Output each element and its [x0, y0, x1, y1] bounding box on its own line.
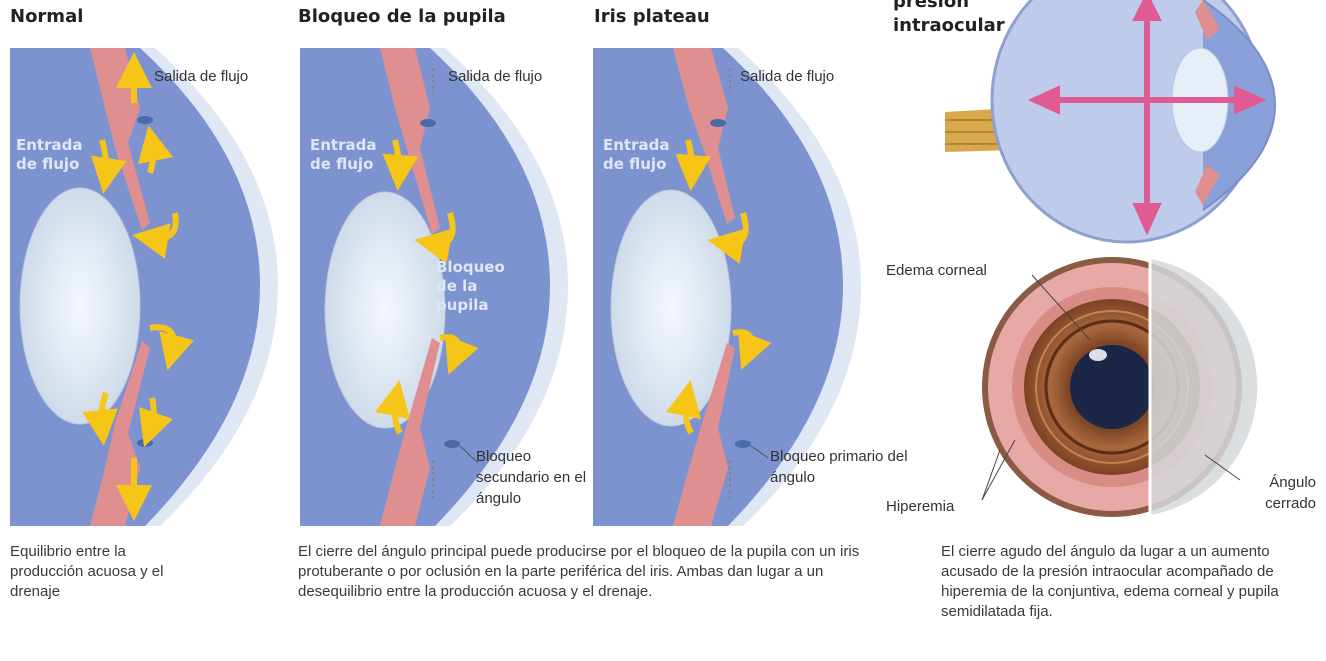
secondary-angle-block-label: Bloqueo secundario en el ángulo	[476, 448, 587, 507]
normal-angle-diagram	[10, 48, 278, 526]
pupil-block-label: Bloqueo de la pupila	[436, 258, 505, 314]
corneal-edema-label: Edema corneal	[886, 262, 987, 279]
normal-inflow-label: Entrada de flujo	[16, 136, 83, 173]
edema-leader	[1031, 274, 1091, 341]
cross-section-overlay	[1150, 259, 1258, 515]
drainage-lower	[735, 440, 751, 448]
pupil-block-diagram	[300, 48, 568, 526]
flow-arrows	[665, 139, 772, 435]
acute-closure-caption: El cierre agudo del ángulo da lugar a un…	[941, 543, 1279, 620]
primary-angle-block-label: Bloqueo primario del ángulo	[770, 448, 908, 486]
iris-upper	[673, 48, 735, 224]
inflow-arrow-2	[374, 380, 411, 435]
pressure-title-line1: presión	[893, 0, 970, 12]
pupil-block-outflow-label: Salida de flujo	[448, 68, 543, 85]
plateau-outflow-label: Salida de flujo	[740, 68, 835, 85]
angle-closure-caption: El cierre del ángulo principal puede pro…	[298, 543, 860, 600]
angle-closed-label: Ángulo cerrado	[1265, 474, 1316, 512]
circulation-arrow-2	[149, 324, 195, 371]
iris-upper	[380, 48, 440, 234]
inflow-arrow-3	[82, 391, 119, 446]
iris-top	[1195, 0, 1220, 40]
inflow-arrow-4	[139, 397, 173, 447]
angle-closed-leader	[1204, 454, 1241, 481]
circulation-arrow-1	[132, 212, 179, 259]
inflow-arrow-2	[665, 380, 702, 435]
plateau-iris-diagram	[593, 48, 861, 526]
inflow-arrow-2	[137, 125, 174, 174]
drainage-upper	[420, 119, 436, 127]
iris-lower	[380, 338, 440, 526]
circulation-arrow-1	[414, 212, 456, 264]
circulation-arrow-2	[439, 334, 479, 375]
acute-angle-closure-eye	[982, 257, 1258, 517]
pressure-arrows	[1027, 0, 1267, 236]
plateau-inflow-label: Entrada de flujo	[603, 136, 670, 173]
flow-arrows	[82, 52, 195, 521]
pressure-title-line2: intraocular	[893, 15, 1005, 36]
corneal-reflection	[1089, 349, 1107, 361]
normal-outflow-label: Salida de flujo	[154, 68, 249, 85]
drainage-upper	[137, 116, 153, 124]
panel-title-plateau-iris: Iris plateau	[594, 6, 710, 27]
angle-leader-line	[459, 445, 479, 464]
lens	[19, 187, 141, 425]
panel-title-normal: Normal	[10, 6, 84, 27]
inflow-arrow-1	[675, 139, 712, 191]
pupil-block-inflow-label: Entrada de flujo	[310, 136, 377, 173]
iris-lower	[673, 343, 735, 526]
hyperemia-leader-2	[981, 439, 1016, 501]
iris-bottom	[1195, 165, 1220, 205]
hyperemia-leader-1	[981, 449, 1001, 501]
angle-leader-line	[750, 445, 769, 459]
inflow-arrow-1	[382, 139, 419, 191]
hyperemia-label: Hiperemia	[886, 498, 955, 515]
semidilated-pupil	[1070, 345, 1154, 429]
intraocular-pressure-diagram	[945, 0, 1277, 244]
drainage-lower	[444, 440, 460, 448]
drainage-upper	[710, 119, 726, 127]
inflow-arrow-1	[90, 139, 127, 194]
panel-title-pressure: presión intraocular	[893, 0, 1005, 38]
circulation-arrow-2	[732, 329, 772, 370]
normal-caption: Equilibrio entre la producción acuosa y …	[10, 543, 164, 600]
flow-arrows	[374, 139, 479, 435]
lens	[610, 189, 732, 427]
circulation-arrow-1	[707, 212, 749, 264]
panel-title-pupil-block: Bloqueo de la pupila	[298, 6, 506, 27]
